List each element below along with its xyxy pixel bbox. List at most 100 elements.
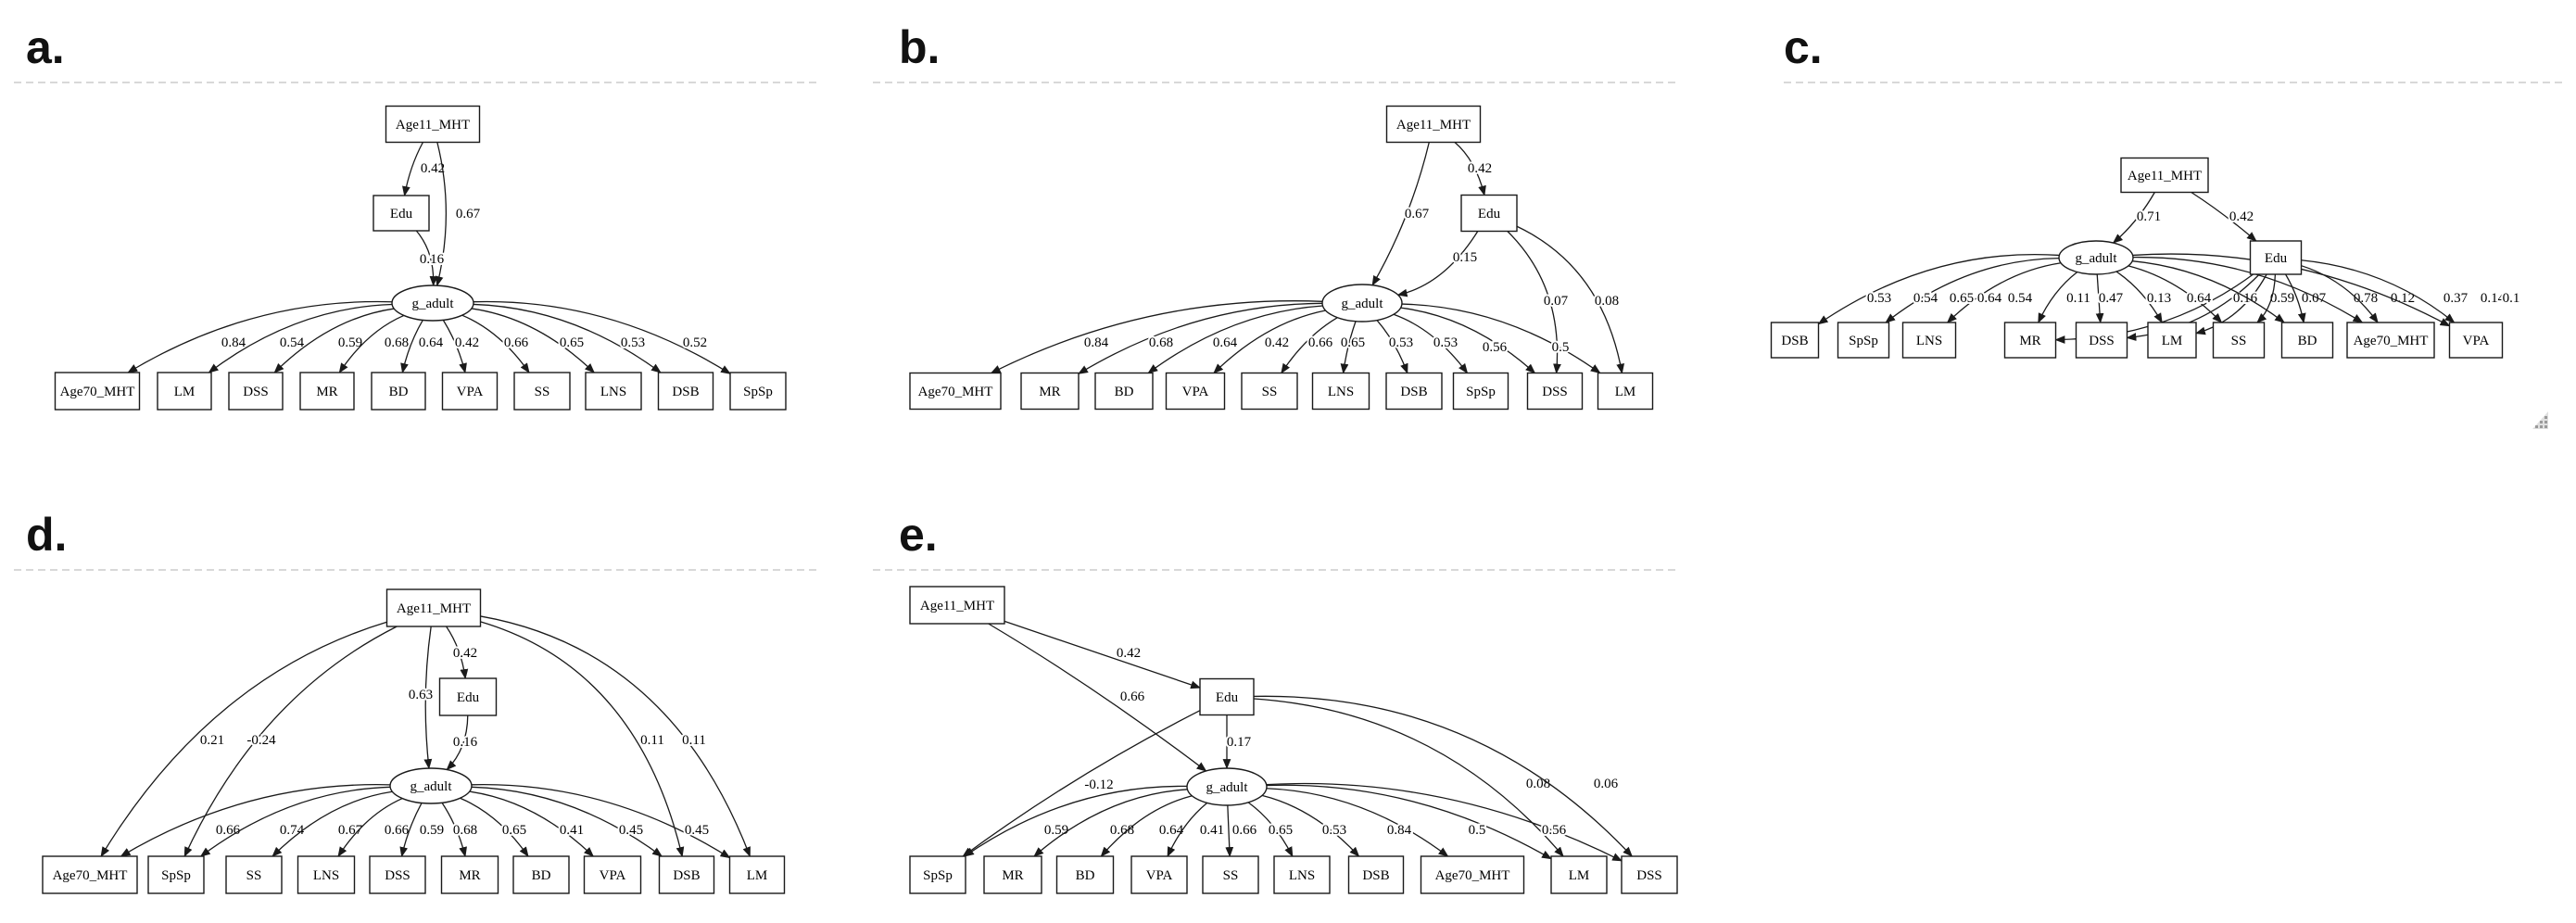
edge-b-g_adult-LM: [1401, 303, 1601, 374]
edge-b-g_adult-DSS: [1400, 307, 1536, 374]
node-b-Age11_MHT-shape: [1385, 105, 1482, 144]
edge-label-b-Edu-LM: 0.08: [1595, 294, 1619, 309]
node-e-DSB-shape: [1347, 855, 1405, 894]
edge-d-g_adult-SpSp: [199, 786, 391, 857]
node-a-MR-label: MR: [316, 385, 337, 399]
node-e-Edu-label: Edu: [1216, 690, 1239, 705]
edge-label-c-Edu-Age70_MHT: 0.14: [2481, 291, 2506, 306]
node-a-Edu-label: Edu: [390, 207, 413, 221]
edge-label-c-Age11_MHT-g_adult: 0.71: [2137, 209, 2161, 224]
edge-label-d-g_adult-DSS: 0.59: [420, 823, 444, 838]
edge-label-c-Edu-SS: 0.07: [2302, 291, 2327, 306]
edge-d-g_adult-LM: [471, 784, 731, 859]
node-d-Edu-label: Edu: [457, 690, 480, 705]
edge-a-g_adult-SpSp: [473, 300, 731, 374]
node-c-DSB-label: DSB: [1781, 334, 1808, 348]
edge-label-d-Age11_MHT-g_adult: 0.63: [409, 688, 433, 702]
edge-label-c-g_adult-SS: 0.64: [2187, 291, 2212, 306]
edge-label-a-g_adult-LM: 0.54: [280, 335, 305, 350]
edge-e-g_adult-Age70_MHT: [1266, 788, 1449, 857]
node-b-DSB-shape: [1385, 372, 1443, 411]
edge-e-Edu-LM: [1253, 698, 1564, 857]
edge-label-c-Age11_MHT-Edu: 0.42: [2229, 209, 2254, 224]
node-a-Age70_MHT-label: Age70_MHT: [60, 385, 135, 399]
edge-d-g_adult-LNS: [337, 797, 403, 857]
edge-d-g_adult-Age70_MHT: [120, 784, 391, 857]
edge-label-b-g_adult-SS: 0.66: [1308, 335, 1333, 350]
node-e-Age11_MHT-shape: [909, 586, 1005, 625]
node-d-LM-shape: [728, 855, 786, 894]
edge-d-g_adult-MR: [441, 802, 467, 858]
node-a-Age70_MHT-shape: [54, 372, 141, 411]
node-a-LM-label: LM: [174, 385, 196, 399]
edge-d-Age11_MHT-LM: [480, 615, 751, 858]
node-c-DSB-shape: [1770, 322, 1820, 359]
edge-d-Age11_MHT-DSB: [480, 621, 685, 858]
node-c-Edu-label: Edu: [2265, 251, 2288, 266]
node-a-LNS-label: LNS: [600, 385, 626, 399]
edge-a-Age11_MHT-g_adult: [435, 142, 447, 287]
edge-c-Age11_MHT-g_adult: [2112, 192, 2155, 244]
edge-b-g_adult-Age70_MHT: [990, 300, 1323, 374]
node-b-Age11_MHT-label: Age11_MHT: [1396, 118, 1471, 133]
edge-e-g_adult-BD: [1100, 795, 1193, 857]
node-d-DSB-shape: [658, 855, 715, 894]
edge-label-d-g_adult-LM: 0.45: [685, 823, 709, 838]
edge-d-g_adult-VPA: [469, 790, 594, 857]
edge-a-g_adult-BD: [400, 320, 423, 374]
edge-a-g_adult-LM: [208, 303, 393, 373]
edge-d-Age11_MHT-Edu: [446, 626, 469, 680]
edge-label-d-g_adult-SS: 0.67: [338, 823, 363, 838]
node-e-DSS-label: DSS: [1636, 868, 1662, 883]
edge-e-g_adult-LNS: [1247, 802, 1294, 857]
node-b-g_adult-shape: [1321, 284, 1403, 322]
edge-label-d-Age11_MHT-Edu: 0.42: [453, 646, 477, 661]
edge-label-e-g_adult-LNS: 0.65: [1269, 823, 1293, 838]
edge-a-g_adult-SS: [461, 314, 530, 373]
edge-b-Age11_MHT-g_adult: [1371, 142, 1430, 286]
node-e-LNS-label: LNS: [1289, 868, 1315, 883]
edge-e-g_adult-LM: [1266, 784, 1552, 860]
edge-label-b-g_adult-VPA: 0.42: [1265, 335, 1289, 350]
node-a-DSS-label: DSS: [243, 385, 269, 399]
node-d-Age11_MHT-shape: [385, 588, 482, 627]
panel-d-letter: d.: [26, 509, 67, 561]
node-e-SpSp-label: SpSp: [923, 868, 953, 883]
edge-c-Edu-VPA: [2301, 259, 2456, 323]
edge-a-g_adult-Age70_MHT: [127, 300, 393, 373]
node-d-g_adult-shape: [389, 767, 473, 804]
edge-d-g_adult-SS: [271, 790, 393, 857]
edge-c-g_adult-LM: [2115, 271, 2163, 323]
node-a-Edu-shape: [373, 195, 430, 232]
node-b-LM-label: LM: [1615, 385, 1636, 399]
node-d-BD-shape: [512, 855, 570, 894]
edge-label-d-g_adult-BD: 0.65: [502, 823, 526, 838]
node-e-LNS-shape: [1273, 855, 1331, 894]
node-a-SS-shape: [513, 372, 571, 411]
edge-label-a-g_adult-BD: 0.64: [419, 335, 444, 350]
edge-label-d-g_adult-MR: 0.68: [453, 823, 477, 838]
edge-label-c-g_adult-DSS: 0.54: [2008, 291, 2033, 306]
node-b-VPA-shape: [1165, 372, 1226, 411]
edge-a-Age11_MHT-Edu: [402, 142, 424, 197]
node-b-VPA-label: VPA: [1182, 385, 1209, 399]
edge-label-a-g_adult-DSS: 0.59: [338, 335, 362, 350]
node-b-SS-shape: [1241, 372, 1298, 411]
edge-label-d-g_adult-LNS: 0.66: [385, 823, 410, 838]
node-c-MR-shape: [2003, 322, 2057, 359]
edge-label-b-g_adult-DSB: 0.53: [1389, 335, 1413, 350]
node-d-MR-label: MR: [459, 868, 480, 883]
edge-label-a-g_adult-VPA: 0.42: [455, 335, 479, 350]
edge-a-g_adult-VPA: [442, 320, 467, 374]
edge-e-g_adult-SpSp: [964, 785, 1188, 857]
edge-a-g_adult-MR: [338, 314, 405, 373]
edge-label-e-Age11_MHT-g_adult: 0.66: [1120, 689, 1145, 704]
edge-b-g_adult-VPA: [1213, 310, 1326, 374]
edge-e-g_adult-SS: [1225, 804, 1234, 858]
